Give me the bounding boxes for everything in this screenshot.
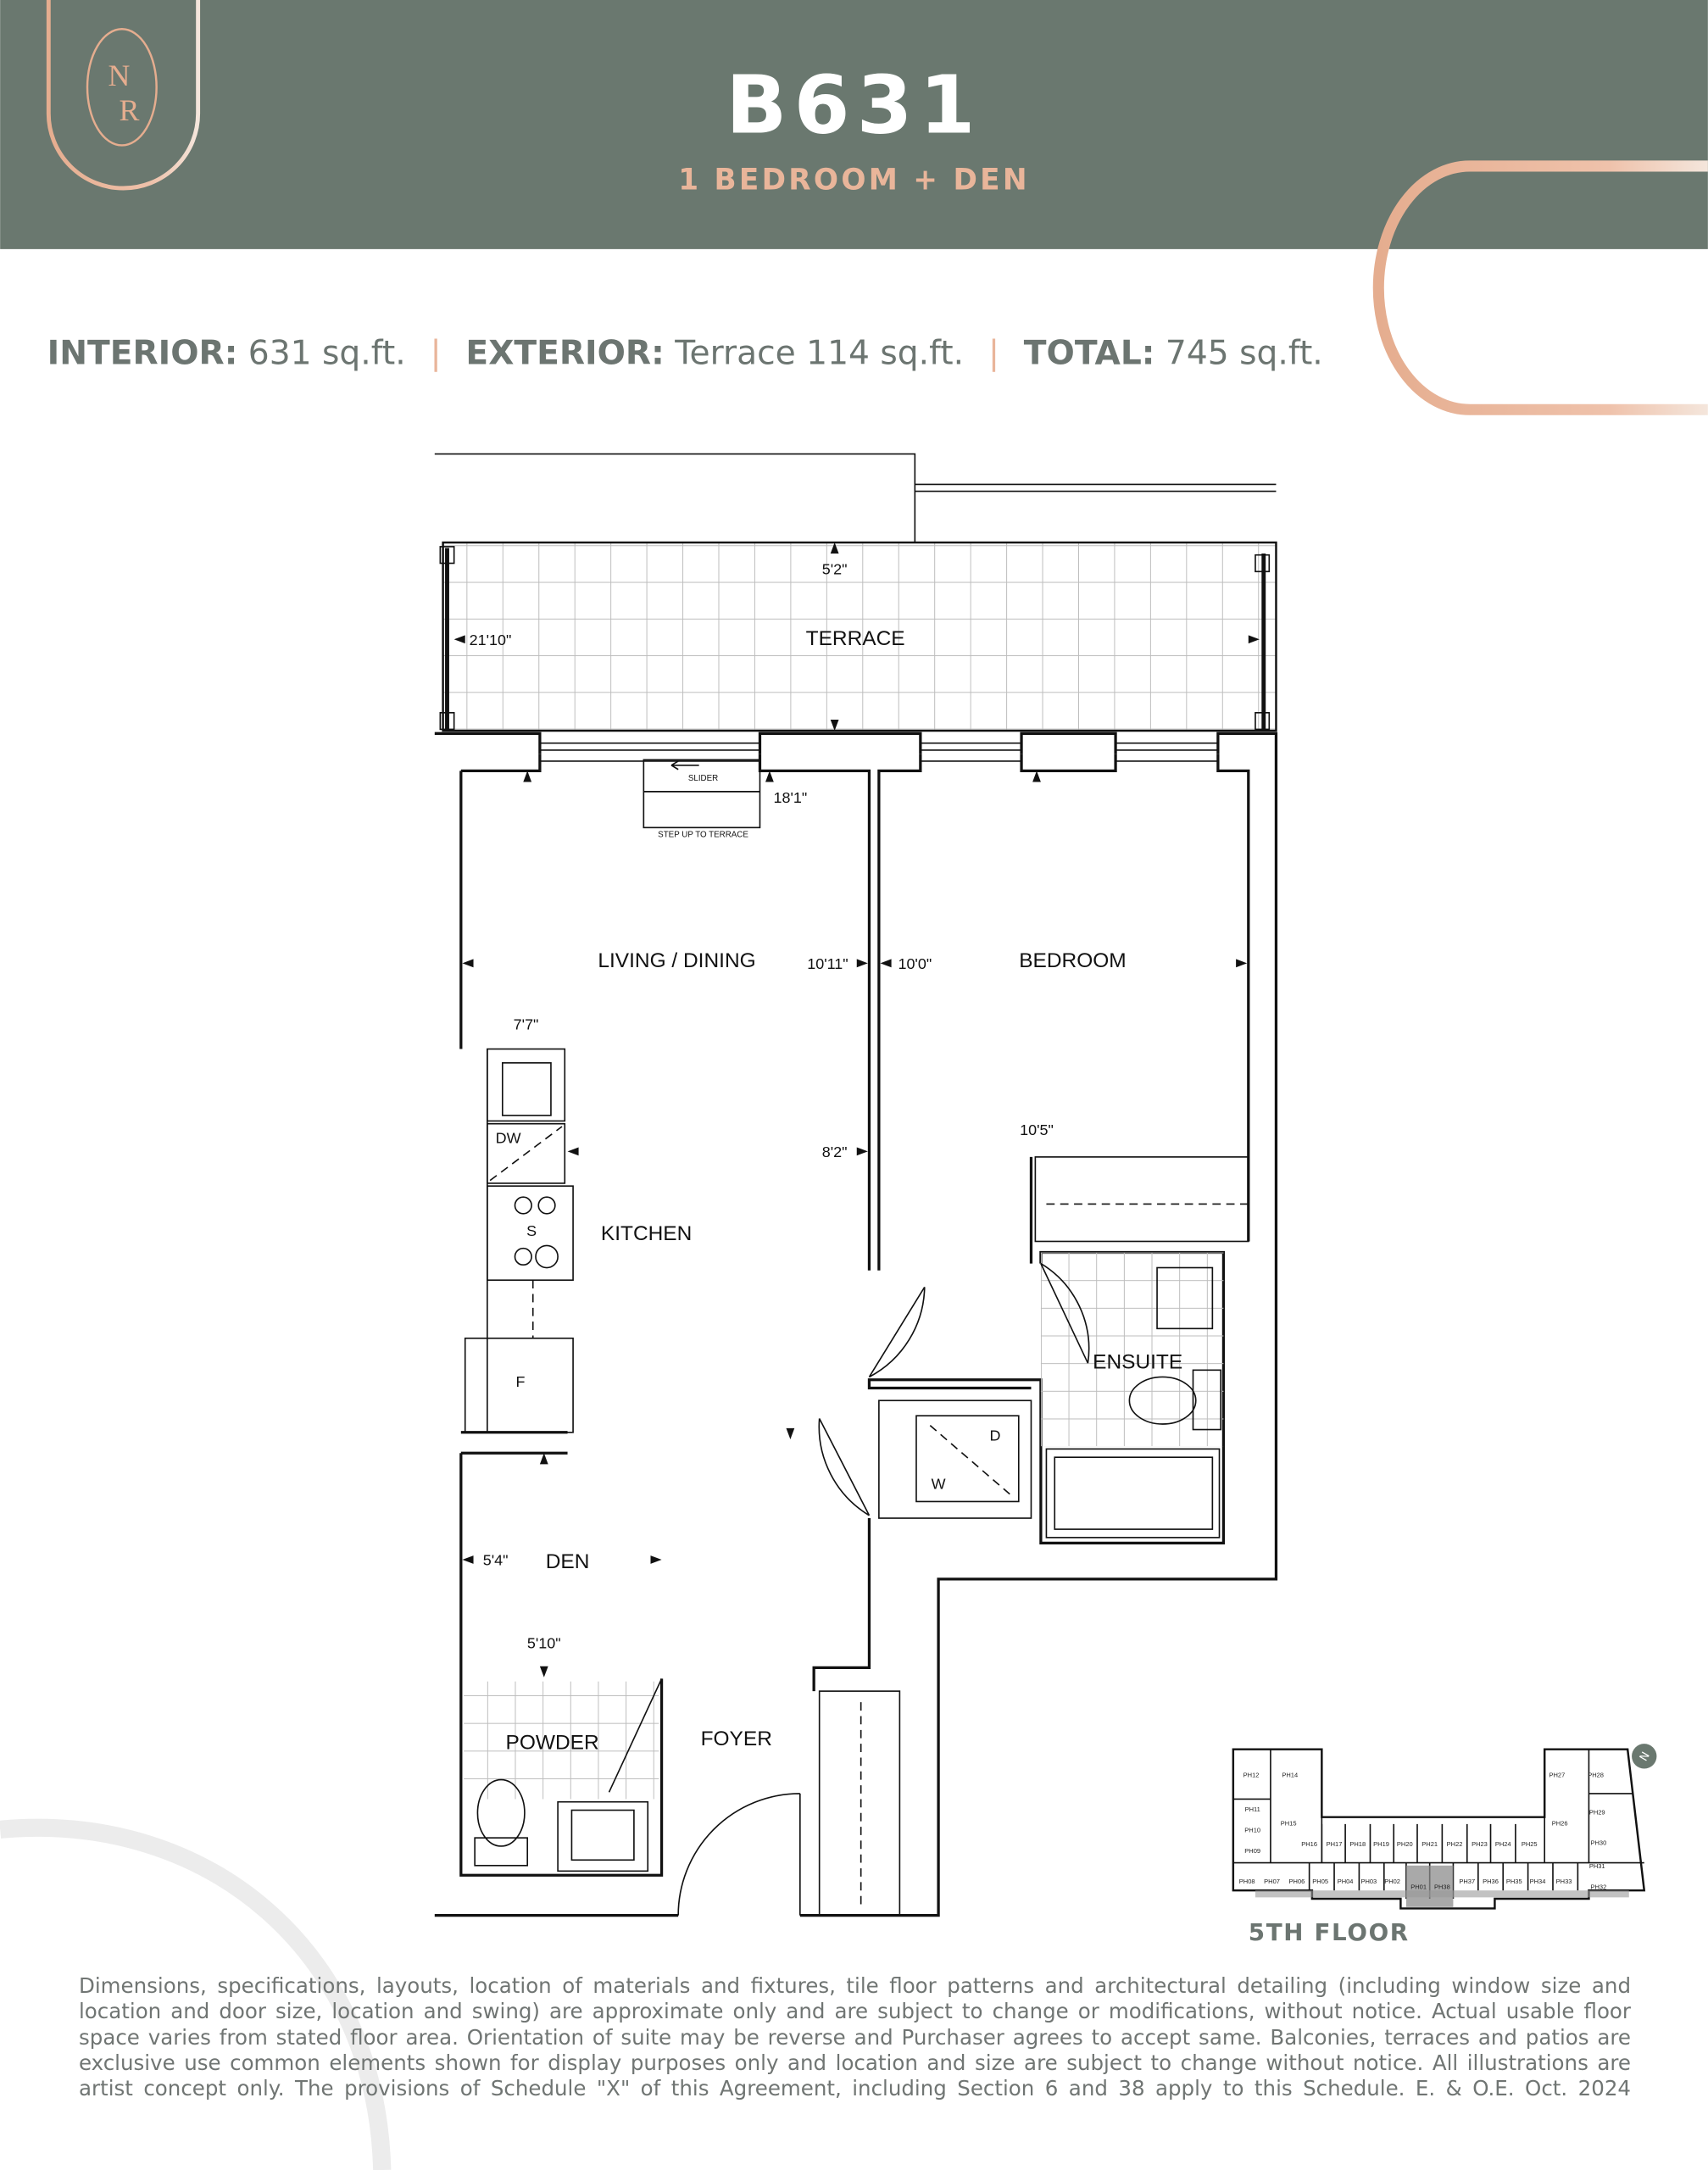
key-plan-unit-label: PH11	[1245, 1806, 1260, 1813]
total-label: TOTAL:	[1024, 334, 1155, 372]
key-plan-unit-label: PH06	[1289, 1878, 1305, 1885]
key-plan-unit-label: PH18	[1349, 1840, 1366, 1848]
bathtub	[1045, 1448, 1221, 1538]
key-plan-unit-label: PH28	[1588, 1771, 1604, 1778]
key-plan-unit-label: PH09	[1244, 1847, 1260, 1855]
unit-title: B631	[726, 59, 982, 153]
header-band	[0, 0, 1708, 249]
key-plan-unit-label: PH12	[1243, 1771, 1260, 1778]
room-label-kitchen: KITCHEN	[601, 1222, 692, 1245]
unit-type: 1 BEDROOM + DEN	[678, 164, 1030, 198]
step-up-label: STEP UP TO TERRACE	[658, 831, 748, 840]
key-plan-unit-label: PH20	[1397, 1840, 1413, 1848]
key-plan-unit-label: PH30	[1590, 1839, 1606, 1846]
room-label-foyer: FOYER	[701, 1728, 772, 1750]
separator: |	[430, 334, 441, 372]
room-label-powder: POWDER	[506, 1732, 599, 1755]
laundry-closet	[878, 1399, 1032, 1519]
dim-living-depth: 18'1"	[774, 789, 808, 806]
key-plan-unit-label: PH17	[1327, 1840, 1343, 1848]
kitchen-sink	[487, 1048, 566, 1122]
key-plan-unit-label: PH37	[1459, 1878, 1475, 1885]
key-plan-unit-label: PH31	[1589, 1862, 1605, 1870]
decorative-arc	[1372, 160, 1708, 415]
stove-label: S	[526, 1222, 537, 1239]
svg-text:R: R	[120, 93, 140, 127]
key-plan-unit-label: PH29	[1589, 1808, 1605, 1816]
powder-tiles	[464, 1681, 659, 1800]
key-plan-unit-label: PH23	[1472, 1840, 1488, 1848]
key-plan-unit-label: PH38	[1434, 1883, 1450, 1891]
key-plan-floor-label: 5TH FLOOR	[1249, 1918, 1410, 1946]
key-plan-unit-label: PH26	[1552, 1819, 1568, 1827]
dim-bedroom-width: 10'0"	[898, 955, 932, 972]
key-plan-unit-label: PH04	[1338, 1878, 1354, 1885]
key-plan-unit-label: PH32	[1590, 1883, 1606, 1891]
room-label-terrace: TERRACE	[806, 627, 905, 650]
dim-bedroom-depth: 10'5"	[1020, 1121, 1054, 1138]
total-value: 745 sq.ft.	[1166, 334, 1323, 372]
key-plan-unit-label: PH36	[1483, 1878, 1499, 1885]
key-plan-unit-label: PH08	[1239, 1878, 1255, 1885]
ensuite-tiles	[1040, 1252, 1224, 1447]
dim-den-depth: 5'10"	[527, 1634, 561, 1651]
terrace-area	[442, 541, 1277, 732]
key-plan-unit-label: PH34	[1530, 1878, 1546, 1885]
key-plan-unit-label: PH19	[1373, 1840, 1389, 1848]
dishwasher-label: DW	[496, 1130, 521, 1147]
dim-living-width: 10'11"	[807, 955, 848, 972]
brand-logo: N R	[46, 0, 201, 191]
key-plan-unit-label: PH21	[1421, 1840, 1438, 1848]
key-plan-unit-label: PH10	[1244, 1827, 1260, 1834]
washer-label: W	[932, 1476, 946, 1493]
legal-disclaimer: Dimensions, specifications, layouts, loc…	[79, 1973, 1631, 2101]
dryer-label: D	[990, 1427, 1001, 1444]
separator: |	[988, 334, 999, 372]
slider-label: SLIDER	[688, 774, 718, 783]
room-label-living-dining: LIVING / DINING	[598, 949, 755, 972]
dim-terrace-width: 21'10"	[470, 632, 512, 648]
key-plan: PH01 PH02 PH03 PH04 PH05 PH06 PH07 PH08 PH09 PH10…	[1232, 1744, 1657, 1946]
key-plan-unit-label: PH35	[1506, 1878, 1522, 1885]
key-plan-unit-label: PH14	[1282, 1771, 1298, 1778]
dim-kitchen-width: 7'7"	[514, 1016, 539, 1033]
unit-plan: SLIDER STEP UP TO TERRACE DW S F	[434, 453, 1278, 1917]
key-plan-unit-label: PH01	[1410, 1883, 1427, 1891]
highlighted-unit	[1405, 1865, 1454, 1907]
room-label-bedroom: BEDROOM	[1019, 949, 1126, 972]
dim-den-width: 5'4"	[483, 1552, 509, 1569]
exterior-label: EXTERIOR:	[465, 334, 664, 372]
dim-kitchen-depth: 8'2"	[822, 1143, 848, 1160]
key-plan-unit-label: PH15	[1281, 1819, 1297, 1827]
area-summary: INTERIOR: 631 sq.ft. | EXTERIOR: Terrace…	[47, 334, 1323, 372]
key-plan-unit-label: PH33	[1556, 1878, 1572, 1885]
powder-vanity	[557, 1800, 649, 1872]
decorative-arc	[0, 1818, 392, 2170]
ensuite-toilet	[1128, 1376, 1197, 1425]
key-plan-unit-label: PH27	[1549, 1771, 1566, 1778]
key-plan-unit-label: PH16	[1301, 1840, 1317, 1848]
entry-door	[677, 1793, 801, 1916]
closet	[1034, 1156, 1249, 1243]
north-arrow-icon	[1632, 1744, 1657, 1769]
svg-text:N: N	[108, 58, 131, 92]
key-plan-unit-label: PH24	[1495, 1840, 1511, 1848]
foyer-closet	[818, 1690, 901, 1917]
key-plan-unit-label: PH02	[1384, 1878, 1400, 1885]
room-label-ensuite: ENSUITE	[1093, 1351, 1182, 1374]
fridge-label: F	[516, 1373, 526, 1390]
interior-value: 631 sq.ft.	[248, 334, 406, 372]
key-plan-unit-label: PH03	[1360, 1878, 1377, 1885]
ensuite-vanity	[1156, 1266, 1214, 1330]
dim-terrace-depth: 5'2"	[822, 561, 848, 578]
exterior-value: Terrace 114 sq.ft.	[674, 334, 964, 372]
key-plan-unit-label: PH05	[1312, 1878, 1328, 1885]
room-label-den: DEN	[546, 1550, 590, 1573]
interior-label: INTERIOR:	[47, 334, 238, 372]
powder-toilet	[476, 1778, 526, 1847]
washer-dryer	[915, 1415, 1020, 1503]
key-plan-unit-label: PH25	[1522, 1840, 1538, 1848]
key-plan-unit-label: PH22	[1447, 1840, 1463, 1848]
key-plan-unit-label: PH07	[1264, 1878, 1280, 1885]
